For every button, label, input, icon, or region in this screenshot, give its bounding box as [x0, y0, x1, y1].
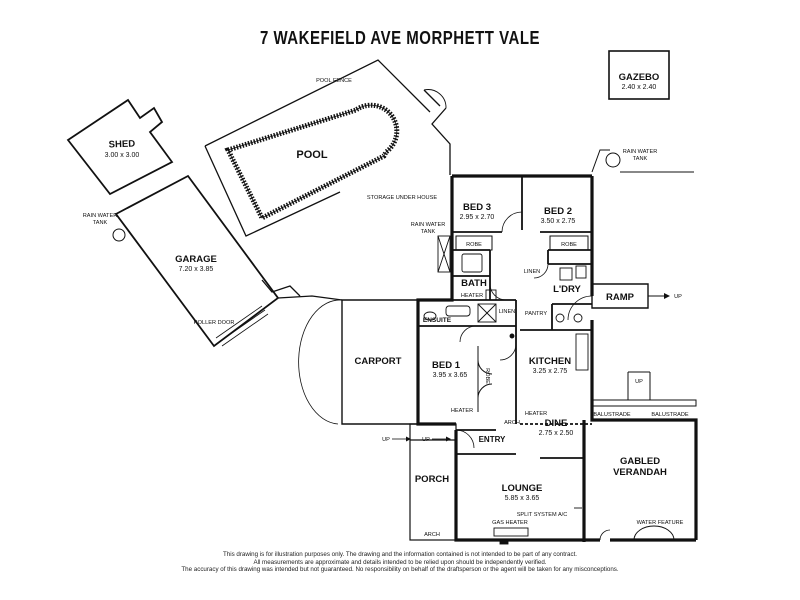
svg-text:TANK: TANK — [421, 229, 436, 235]
svg-text:L'DRY: L'DRY — [553, 284, 581, 295]
bed3-label: BED 3 — [463, 202, 491, 213]
svg-text:RAIN WATER: RAIN WATER — [411, 222, 446, 228]
svg-text:ARCH: ARCH — [504, 420, 520, 426]
svg-text:UP: UP — [674, 294, 682, 300]
ramp: RAMP UP — [591, 283, 682, 309]
svg-text:ROBE: ROBE — [484, 368, 490, 384]
svg-text:ENTRY: ENTRY — [479, 435, 506, 444]
svg-text:SPLIT SYSTEM A/C: SPLIT SYSTEM A/C — [517, 512, 568, 518]
svg-text:POOL: POOL — [296, 149, 327, 161]
svg-text:LINEN: LINEN — [499, 309, 515, 315]
svg-text:UP: UP — [422, 437, 430, 443]
svg-text:BALUSTRADE: BALUSTRADE — [651, 412, 689, 418]
svg-text:UP: UP — [382, 437, 390, 443]
carport-outline — [298, 299, 418, 425]
svg-text:3.50 x 2.75: 3.50 x 2.75 — [541, 218, 576, 225]
water-feature — [633, 525, 675, 541]
svg-text:HEATER: HEATER — [451, 408, 473, 414]
svg-text:BATH: BATH — [461, 278, 487, 289]
rain-water-tank-right: RAIN WATER TANK — [591, 149, 694, 173]
svg-text:PORCH: PORCH — [415, 474, 449, 485]
svg-text:LOUNGE: LOUNGE — [502, 483, 543, 494]
svg-text:ROLLER DOOR: ROLLER DOOR — [194, 320, 235, 326]
pool-area: POOL FENCE POOL — [204, 59, 451, 237]
svg-text:2.95 x 2.70: 2.95 x 2.70 — [460, 214, 495, 221]
svg-text:UP: UP — [635, 379, 643, 385]
shed: SHED 3.00 x 3.00 — [66, 98, 174, 196]
balustrade — [591, 371, 697, 407]
svg-text:SHED: SHED — [109, 139, 136, 151]
svg-text:GABLED: GABLED — [620, 456, 660, 467]
svg-text:2.75 x 2.50: 2.75 x 2.50 — [539, 430, 574, 437]
svg-text:ENSUITE: ENSUITE — [423, 317, 452, 324]
svg-text:TANK: TANK — [93, 220, 108, 226]
svg-text:POOL FENCE: POOL FENCE — [316, 78, 352, 84]
svg-text:DINE: DINE — [545, 418, 568, 429]
gazebo-dims: 2.40 x 2.40 — [622, 84, 657, 91]
svg-text:VERANDAH: VERANDAH — [613, 467, 667, 478]
svg-text:HEATER: HEATER — [461, 293, 483, 299]
svg-text:PANTRY: PANTRY — [525, 311, 547, 317]
robes — [455, 235, 589, 412]
svg-text:ARCH: ARCH — [424, 532, 440, 538]
disclaimer: This drawing is for illustration purpose… — [181, 551, 619, 574]
svg-text:ROBE: ROBE — [466, 242, 482, 248]
svg-text:WATER FEATURE: WATER FEATURE — [637, 520, 684, 526]
svg-text:HEATER: HEATER — [525, 411, 547, 417]
svg-text:3.00 x 3.00: 3.00 x 3.00 — [105, 152, 140, 159]
doors — [455, 211, 611, 541]
svg-text:LINEN: LINEN — [524, 269, 540, 275]
svg-text:STORAGE UNDER HOUSE: STORAGE UNDER HOUSE — [367, 195, 437, 201]
plan-title: 7 WAKEFIELD AVE MORPHETT VALE — [259, 27, 541, 50]
svg-text:TANK: TANK — [633, 156, 648, 162]
rain-water-tank-left — [112, 228, 126, 242]
svg-text:ROBE: ROBE — [561, 242, 577, 248]
svg-text:RAIN WATER: RAIN WATER — [623, 149, 658, 155]
svg-text:RAMP: RAMP — [606, 292, 635, 303]
svg-text:BED 1: BED 1 — [432, 360, 461, 371]
svg-text:5.85 x 3.65: 5.85 x 3.65 — [505, 495, 540, 502]
bath-fixtures — [423, 235, 589, 371]
bed2-label: BED 2 — [544, 206, 572, 217]
svg-text:3.25 x 2.75: 3.25 x 2.75 — [533, 368, 568, 375]
svg-text:BALUSTRADE: BALUSTRADE — [593, 412, 631, 418]
svg-text:GARAGE: GARAGE — [175, 254, 217, 265]
gazebo-label: GAZEBO — [619, 72, 660, 83]
svg-text:7.20 x 3.85: 7.20 x 3.85 — [179, 266, 214, 273]
svg-text:CARPORT: CARPORT — [355, 356, 402, 367]
svg-text:GAS HEATER: GAS HEATER — [492, 520, 528, 526]
gazebo-outline — [608, 50, 670, 100]
garage: GARAGE 7.20 x 3.85 ROLLER DOOR — [114, 174, 343, 348]
svg-text:RAIN WATER: RAIN WATER — [83, 213, 118, 219]
svg-text:3.95 x 3.65: 3.95 x 3.65 — [433, 372, 468, 379]
svg-text:KITCHEN: KITCHEN — [529, 356, 571, 367]
